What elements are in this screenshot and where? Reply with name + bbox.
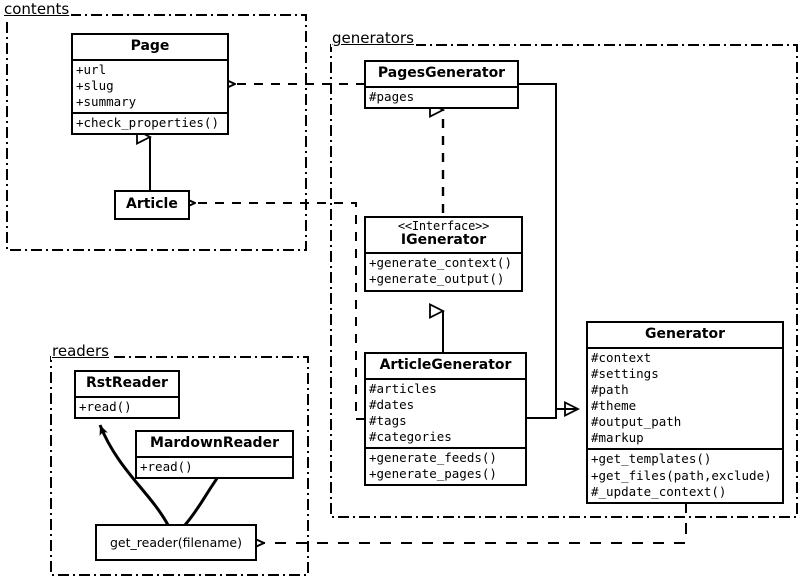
attribute-tags: #tags [369,412,407,428]
class-name-igenerator-text: IGenerator [400,231,487,248]
class-name-mardownreader: MardownReader [150,435,279,451]
edge-articlegenerator-to-generator [527,408,578,419]
method-generate-feeds: +generate_feeds() [369,450,497,466]
method-read-rst: +read() [79,398,132,414]
class-box-rstreader[interactable]: RstReader +read() [74,370,180,419]
method-get-templates: +get_templates() [591,451,712,467]
class-name-article: Article [126,196,178,212]
attribute-path: #path [591,381,629,397]
edge-generator-depends-getreader [264,502,687,543]
attribute-settings: #settings [591,365,659,381]
class-box-mardownreader[interactable]: MardownReader +read() [135,430,294,479]
package-label-contents: contents [3,0,72,18]
class-attributes-page: +url +slug +summary [73,58,227,112]
method-generate-pages: +generate_pages() [369,466,497,482]
attribute-articles: #articles [369,380,437,396]
attribute-theme: #theme [591,398,637,414]
function-label-get-reader: get_reader(filename) [110,535,242,550]
function-box-get-reader[interactable]: get_reader(filename) [95,524,257,561]
attribute-slug: +slug [76,77,114,93]
class-attributes-articlegenerator: #articles #dates #tags #categories [366,377,525,448]
class-box-igenerator[interactable]: <<Interface>> IGenerator +generate_conte… [364,216,523,292]
attribute-markup: #markup [591,430,644,446]
attribute-output-path: #output_path [591,414,682,430]
class-box-page[interactable]: Page +url +slug +summary +check_properti… [71,33,229,136]
method-read-markdown: +read() [140,458,193,474]
method-check-properties: +check_properties() [76,115,219,131]
class-name-generator: Generator [644,326,725,342]
class-methods-page: +check_properties() [73,112,227,133]
class-box-pagesgenerator[interactable]: PagesGenerator #pages [364,60,519,109]
class-methods-articlegenerator: +generate_feeds() +generate_pages() [366,447,525,484]
class-methods-rstreader: +read() [76,395,178,417]
class-name-igenerator: <<Interface>> IGenerator [366,218,521,252]
class-name-page: Page [130,38,170,54]
attribute-context: #context [591,349,652,365]
class-methods-generator: +get_templates() +get_files(path,exclude… [588,448,782,501]
class-box-articlegenerator[interactable]: ArticleGenerator #articles #dates #tags … [364,352,527,487]
class-box-generator[interactable]: Generator #context #settings #path #them… [586,321,784,504]
class-methods-mardownreader: +read() [137,455,292,477]
package-label-readers: readers [51,342,111,360]
class-methods-igenerator: +generate_context() +generate_output() [366,252,521,289]
edge-pagesgenerator-to-generator [519,83,578,409]
method-generate-context: +generate_context() [369,255,512,271]
class-attributes-pagesgenerator: #pages [366,85,517,107]
method-get-files: +get_files(path,exclude) [591,467,772,483]
attribute-pages: #pages [369,88,415,104]
class-box-article[interactable]: Article [114,190,190,220]
attribute-summary: +summary [76,93,137,109]
edge-articlegenerator-depends-article [195,203,365,420]
class-name-pagesgenerator: PagesGenerator [377,65,506,81]
method-generate-output: +generate_output() [369,271,505,287]
method-update-context: #_update_context() [591,483,727,499]
attribute-categories: #categories [369,429,452,445]
attribute-url: +url [76,61,107,77]
class-name-rstreader: RstReader [86,375,168,391]
package-label-generators: generators [331,29,416,47]
attribute-dates: #dates [369,396,415,412]
class-name-articlegenerator: ArticleGenerator [379,357,512,373]
class-attributes-generator: #context #settings #path #theme #output_… [588,346,782,449]
